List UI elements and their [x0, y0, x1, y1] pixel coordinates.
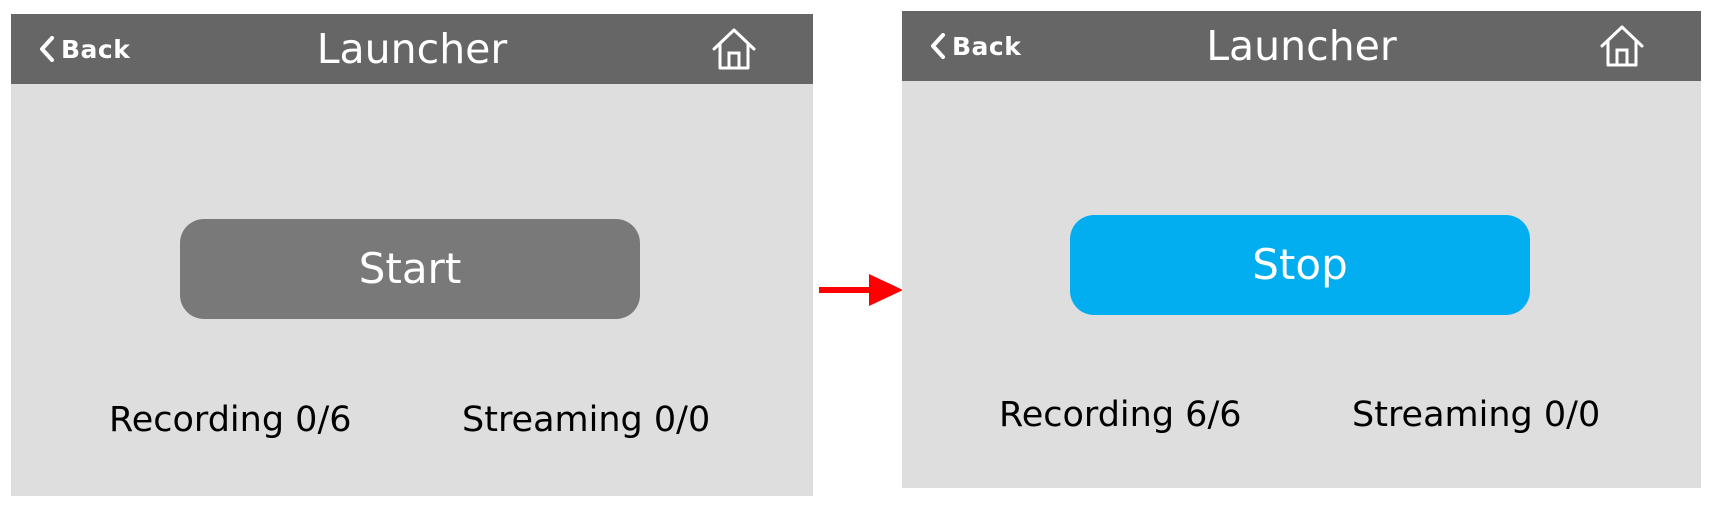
header-bar: Back Launcher	[11, 14, 813, 84]
recording-status: Recording 6/6	[999, 395, 1242, 435]
home-icon	[1600, 25, 1644, 67]
home-icon	[712, 28, 756, 70]
start-button[interactable]: Start	[180, 219, 640, 319]
home-button[interactable]	[711, 26, 757, 72]
back-button[interactable]: Back	[39, 14, 130, 84]
chevron-left-icon	[931, 33, 945, 59]
recording-status: Recording 0/6	[109, 400, 352, 440]
launcher-screen-after: Back Launcher Stop Recording 6/6 Streami…	[902, 11, 1701, 488]
stop-button[interactable]: Stop	[1070, 215, 1530, 315]
chevron-left-icon	[40, 36, 54, 62]
back-button[interactable]: Back	[930, 11, 1021, 81]
header-bar: Back Launcher	[902, 11, 1701, 81]
page-title: Launcher	[316, 25, 508, 73]
back-label: Back	[952, 31, 1022, 61]
back-label: Back	[61, 34, 131, 64]
streaming-status: Streaming 0/0	[1352, 395, 1601, 435]
streaming-status: Streaming 0/0	[462, 400, 711, 440]
launcher-screen-before: Back Launcher Start Recording 0/6 Stream…	[11, 14, 813, 496]
arrow-right-icon	[819, 270, 903, 310]
home-button[interactable]	[1599, 23, 1645, 69]
page-title: Launcher	[1206, 22, 1397, 70]
